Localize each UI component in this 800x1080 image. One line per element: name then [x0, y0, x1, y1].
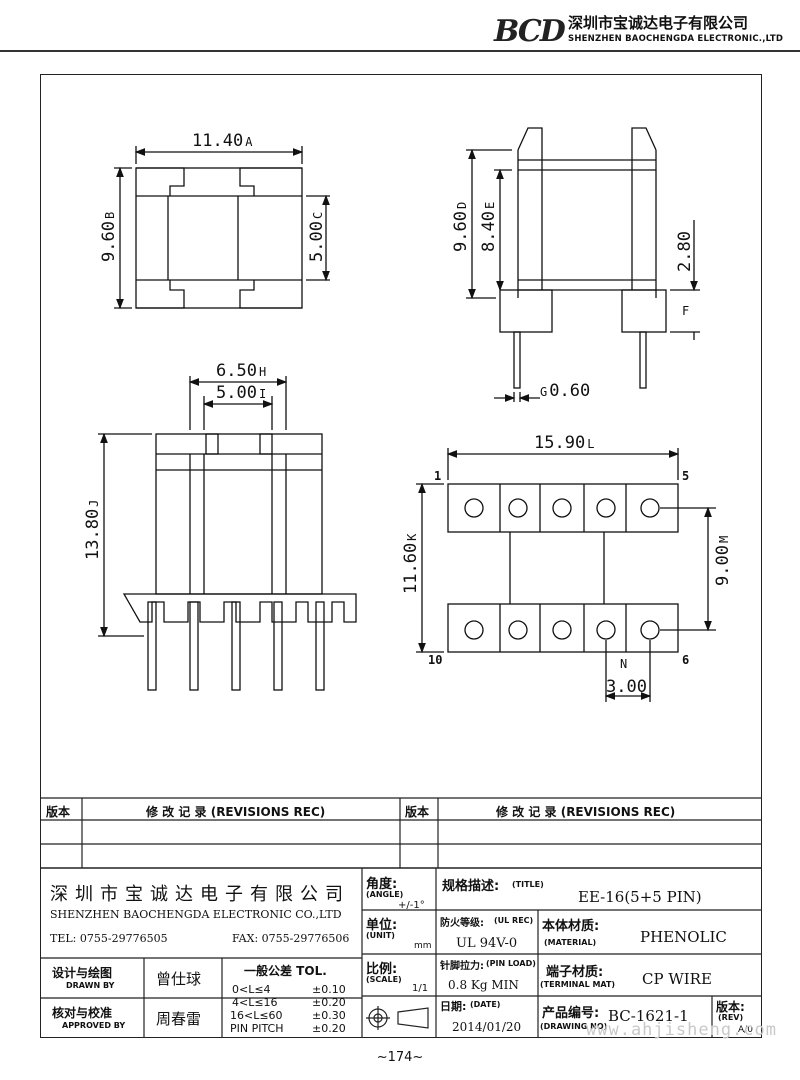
tb-title-label: 规格描述: [442, 879, 500, 894]
header-company-cn: 深圳市宝诚达电子有限公司 [568, 14, 749, 32]
tb-angle-value: +/-1° [398, 900, 425, 911]
tb-designer-label-en: DRAWN BY [66, 981, 115, 990]
dim-side-total: 9.60D [451, 202, 471, 252]
tb-title-label-en: (TITLE) [512, 880, 544, 889]
projection-symbol [366, 1006, 429, 1030]
header-rule [0, 50, 800, 52]
tb-ul-label: 防火等级: [440, 918, 484, 929]
tb-designer-label: 设计与绘图 [52, 966, 113, 980]
tb-designer: 曾仕球 [156, 970, 202, 988]
tb-company-cn: 深圳市宝诚达电子有限公司 [50, 884, 350, 905]
tb-tol-value-4: ±0.20 [312, 1022, 346, 1035]
tb-tol-value-3: ±0.30 [312, 1009, 346, 1022]
tb-pinload-value: 0.8 Kg MIN [448, 978, 519, 992]
tb-drawing-no-label: 产品编号: [542, 1006, 600, 1021]
pin-label-5: 5 [682, 469, 689, 483]
tb-title-value: EE-16(5+5 PIN) [578, 888, 702, 906]
tb-terminal-label-en: (TERMINAL MAT) [540, 980, 616, 989]
tb-angle-label: 角度: [366, 877, 398, 892]
tb-tel: TEL: 0755-29776505 [50, 932, 168, 945]
title-block-grid [40, 797, 762, 1038]
tb-terminal-value: CP WIRE [642, 970, 712, 988]
pin-label-10: 10 [428, 653, 442, 667]
tb-rev-label: 版本: [716, 1000, 745, 1014]
side-view [466, 127, 700, 402]
tb-pinload-label: 针脚拉力: [440, 961, 484, 972]
tb-checker-label-en: APPROVED BY [62, 1021, 126, 1030]
tb-drawing-no-label-en: (DRAWING NO) [540, 1022, 608, 1031]
rev-col-left: 版本 [46, 805, 71, 819]
header-company-en: SHENZHEN BAOCHENGDA ELECTRONIC.,LTD [568, 34, 784, 44]
dim-top-height: 9.60B [99, 212, 119, 262]
watermark: www.ahjisheng.com [586, 1020, 777, 1040]
drawing-frame [40, 74, 762, 1038]
tb-tol-range-3: 16<L≤60 [230, 1009, 283, 1022]
dim-front-height: 13.80J [83, 500, 103, 560]
tb-rev-label-en: (REV) [718, 1013, 744, 1022]
rev-record-right: 修 改 记 录 (REVISIONS REC) [496, 805, 676, 819]
tb-material-label: 本体材质: [542, 919, 600, 934]
tb-unit-label-en: (UNIT) [366, 931, 395, 940]
tb-tol-range-2: 4<L≤16 [232, 996, 278, 1009]
dim-side-body: 8.40E [479, 202, 499, 252]
tb-angle-label-en: (ANGLE) [366, 890, 404, 899]
tb-rev-value: A/0 [738, 1025, 753, 1035]
tb-scale-label-en: (SCALE) [366, 975, 402, 984]
tb-material-value: PHENOLIC [640, 928, 727, 946]
tb-tol-range-4: PIN PITCH [230, 1022, 284, 1035]
tb-date-value: 2014/01/20 [452, 1020, 522, 1034]
tb-ul-value: UL 94V-0 [456, 936, 518, 951]
dim-pitch: 3.00 [606, 677, 647, 697]
tb-tol-value-2: ±0.20 [312, 996, 346, 1009]
tb-company-en: SHENZHEN BAOCHENGDA ELECTRONIC CO.,LTD [50, 908, 342, 921]
dim-top-inner: 5.00C [307, 212, 327, 262]
dim-side-base-tag: F [682, 304, 689, 318]
company-logo: BCD 深圳市宝诚达电子有限公司 SHENZHEN BAOCHENGDA ELE… [490, 8, 790, 52]
dim-row-spacing: 9.00M [713, 536, 733, 586]
tb-ul-label-en: (UL REC) [494, 916, 534, 925]
technical-drawing: 11.40A 9.60B 5.00C 9.60D 8.40E 2.80 F G0… [83, 127, 733, 702]
pin-label-1: 1 [434, 469, 441, 483]
page-number: ~174~ [376, 1050, 424, 1065]
tb-terminal-label: 端子材质: [546, 965, 604, 980]
dim-bottom-width: 11.60K [401, 533, 421, 594]
tb-date-label-en: (DATE) [470, 1000, 501, 1009]
rev-record-left: 修 改 记 录 (REVISIONS REC) [146, 805, 326, 819]
dim-side-base: 2.80 [675, 231, 695, 272]
tb-scale-label: 比例: [366, 962, 398, 977]
rev-col-right: 版本 [405, 805, 430, 819]
tb-checker: 周春雷 [156, 1010, 202, 1028]
tb-date-label: 日期: [440, 1000, 467, 1013]
tb-scale-value: 1/1 [412, 983, 429, 994]
bottom-view [416, 448, 716, 702]
tb-unit-label: 单位: [366, 918, 398, 933]
tb-tol-title: 一般公差 TOL. [244, 964, 327, 978]
front-view [98, 376, 357, 691]
tb-checker-label: 核对与校准 [52, 1006, 113, 1020]
tb-tol-range-1: 0<L≤4 [232, 983, 271, 996]
tb-pinload-label-en: (PIN LOAD) [486, 959, 536, 968]
tb-tol-value-1: ±0.10 [312, 983, 346, 996]
logo-mark: BCD [494, 14, 566, 49]
top-view [114, 146, 330, 310]
tb-fax: FAX: 0755-29776506 [232, 932, 350, 945]
dim-pitch-tag: N [620, 657, 627, 671]
tb-unit-value: mm [414, 941, 432, 951]
pin-label-6: 6 [682, 653, 689, 667]
tb-material-label-en: (MATERIAL) [544, 938, 597, 947]
tb-drawing-no-value: BC-1621-1 [608, 1007, 689, 1025]
